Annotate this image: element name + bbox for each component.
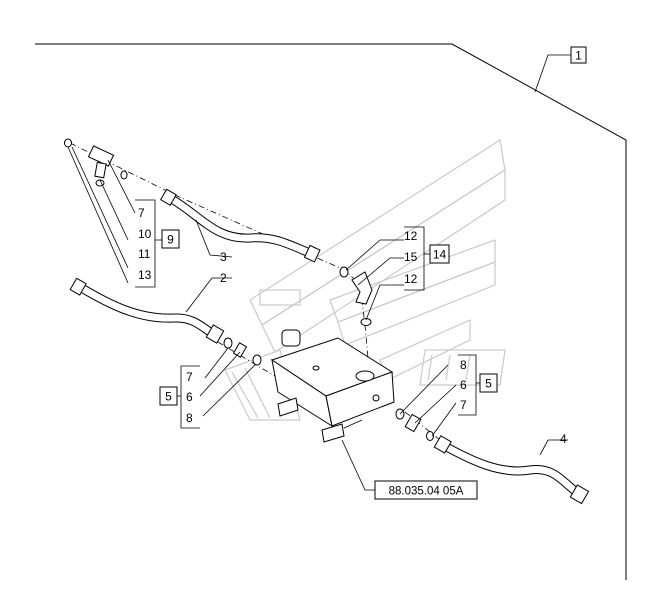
callout-11-label: 11 (138, 247, 151, 261)
frame-border (35, 43, 627, 580)
callout-5-right-label: 5 (485, 377, 492, 391)
pipe-2 (69, 277, 225, 344)
pipe-3 (159, 188, 321, 263)
callout-12-b-label: 12 (404, 272, 418, 286)
callout-7-right-label: 7 (460, 398, 467, 412)
reference-code-label: 88.035.04 05A (389, 486, 464, 498)
tee-fitting (64, 138, 129, 284)
bracket-9: 9 7 10 11 13 (135, 199, 180, 288)
callout-8-left-label: 8 (186, 411, 193, 425)
callout-9-label: 9 (167, 233, 174, 247)
bracket-14: 14 12 15 12 (404, 226, 450, 291)
pipe-4 (433, 435, 590, 505)
leader-lines (99, 159, 568, 491)
valve-block (270, 329, 395, 443)
callout-7-top-label: 7 (138, 206, 145, 220)
reference-code-box: 88.035.04 05A (374, 480, 478, 500)
callout-10-label: 10 (138, 227, 152, 241)
assembly-centerlines (69, 142, 441, 441)
callout-1-label: 1 (575, 49, 582, 63)
bracket-5-right: 5 8 6 7 (458, 354, 498, 416)
callout-6-right-label: 6 (460, 378, 467, 392)
callout-14-label: 14 (433, 248, 447, 262)
callout-1: 1 (534, 46, 587, 93)
right-fitting-parts (395, 408, 434, 441)
callout-4-label: 4 (560, 432, 567, 446)
callout-3-label: 3 (220, 250, 227, 264)
bracket-5-left: 5 7 6 8 (159, 365, 200, 429)
callout-15-label: 15 (404, 250, 418, 264)
left-fitting-parts (223, 337, 262, 366)
callout-6-left-label: 6 (186, 390, 193, 404)
callout-13-label: 13 (138, 268, 152, 282)
callout-5-left-label: 5 (165, 390, 172, 404)
callout-2-label: 2 (220, 271, 227, 285)
callout-12-a-label: 12 (404, 229, 418, 243)
callout-8-right-label: 8 (460, 358, 467, 372)
callout-7-left-label: 7 (186, 370, 193, 384)
